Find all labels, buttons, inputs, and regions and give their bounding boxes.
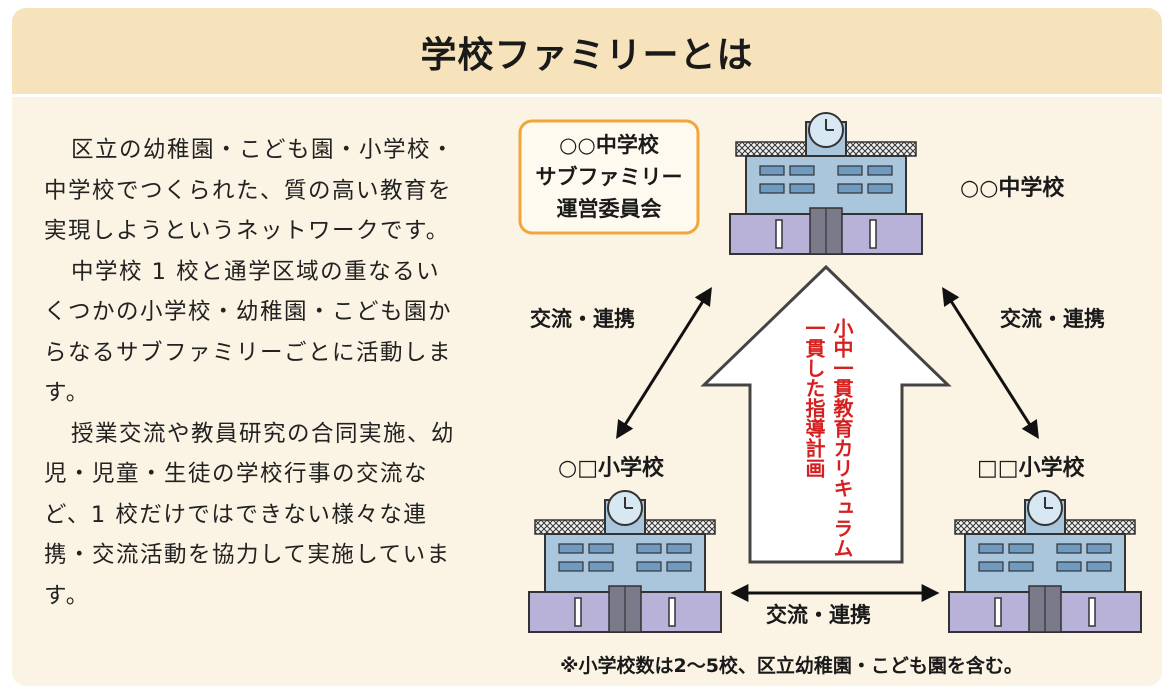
curriculum-text-2: 一貫した指導計画: [802, 318, 826, 478]
link-arrow-left: [616, 286, 712, 440]
paragraph-1: 区立の幼稚園・こども園・小学校・中学校でつくられた、質の高い教育を実現しようとい…: [44, 137, 456, 244]
curriculum-text-1: 小中一貫教育カリキュラム: [830, 318, 854, 558]
paragraph-3: 授業交流や教員研究の合同実施、幼児・児童・生徒の学校行事の交流など、1 校だけで…: [44, 420, 456, 609]
junior-high-label: ○○中学校: [960, 175, 1065, 201]
link-arrow-right: [942, 286, 1039, 440]
footnote: ※小学校数は2〜5校、区立幼稚園・こども園を含む。: [560, 654, 1023, 677]
link-label-right: 交流・連携: [1000, 307, 1105, 331]
title-banner: 学校ファミリーとは: [12, 8, 1162, 97]
committee-box: ○○中学校 サブファミリー 運営委員会: [518, 119, 700, 235]
page-title: 学校ファミリーとは: [420, 35, 754, 76]
link-label-bottom: 交流・連携: [766, 603, 871, 627]
curriculum-arrow: [700, 264, 952, 564]
paragraph-2: 中学校 1 校と通学区域の重なるいくつかの小学校・幼稚園・こども園からなるサブフ…: [44, 258, 453, 407]
link-label-left: 交流・連携: [530, 307, 635, 331]
elementary-left-building-icon: [528, 490, 722, 633]
committee-line-1: ○○中学校: [559, 133, 660, 157]
committee-line-2: サブファミリー: [536, 165, 683, 189]
committee-line-3: 運営委員会: [557, 197, 662, 221]
elementary-right-building-icon: [948, 490, 1142, 633]
description-text: 区立の幼稚園・こども園・小学校・中学校でつくられた、質の高い教育を実現しようとい…: [44, 130, 464, 616]
elementary-right-label: □□小学校: [977, 455, 1086, 481]
elementary-left-label: ○□小学校: [558, 455, 665, 481]
junior-high-building-icon: [729, 112, 923, 255]
